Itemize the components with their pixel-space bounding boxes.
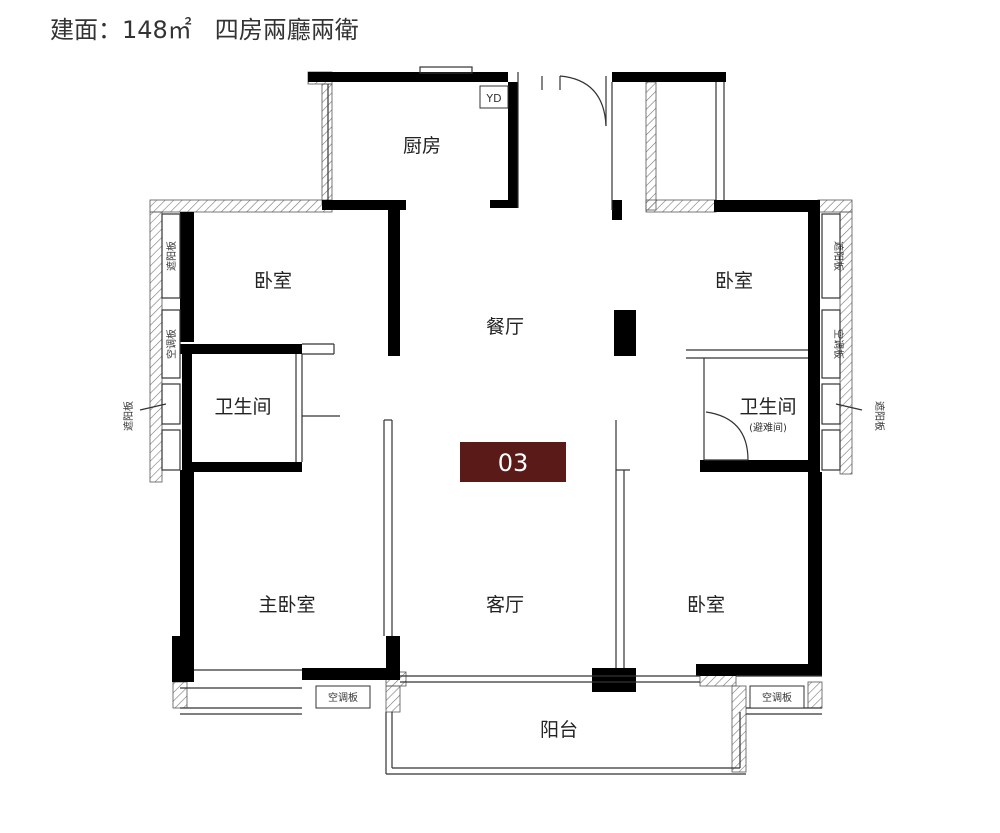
room-master-bedroom: 主卧室: [258, 594, 315, 616]
room-bathroom-left: 卫生间: [214, 396, 271, 418]
layout-label: 四房兩廳兩衛: [214, 16, 359, 44]
room-bathroom-right: 卫生间: [739, 396, 796, 418]
ac-panel-bottom-right: [749, 685, 805, 709]
room-living: 客厅: [486, 594, 524, 616]
plan-header: 建面：148㎡ 四房兩廳兩衛: [50, 10, 359, 45]
room-bedroom-top-left: 卧室: [254, 270, 292, 292]
unit-badge: [460, 442, 566, 482]
walls: [172, 72, 822, 692]
room-kitchen: 厨房: [403, 135, 441, 157]
sunshade-label-left-lower: 遮阳板: [122, 401, 135, 431]
ac-panel-right-label: 空调板: [832, 329, 845, 359]
ac-panel-bottom-right-label: 空调板: [762, 691, 792, 704]
sunshade-label-left-upper: 遮阳板: [165, 241, 178, 271]
area-label: 建面：148㎡: [50, 16, 192, 44]
yd-label: YD: [485, 92, 501, 105]
room-balcony: 阳台: [540, 719, 578, 741]
sunshade-label-right-upper: 遮阳板: [832, 241, 845, 271]
room-bedroom-top-right: 卧室: [715, 270, 753, 292]
ac-panel-left-label: 空调板: [165, 329, 178, 359]
room-bathroom-right-note: (避难间): [749, 421, 787, 434]
ac-panel-bottom-left: [315, 685, 371, 709]
sunshade-label-right-lower: 遮阳板: [873, 401, 886, 431]
yd-box: [479, 85, 509, 109]
room-dining: 餐厅: [486, 316, 524, 338]
unit-badge-label: 03: [498, 449, 529, 477]
room-bedroom-bottom-right: 卧室: [687, 594, 725, 616]
ac-panel-bottom-left-label: 空调板: [328, 691, 358, 704]
hatched-walls: [149, 71, 853, 773]
thin-lines: [139, 66, 863, 775]
